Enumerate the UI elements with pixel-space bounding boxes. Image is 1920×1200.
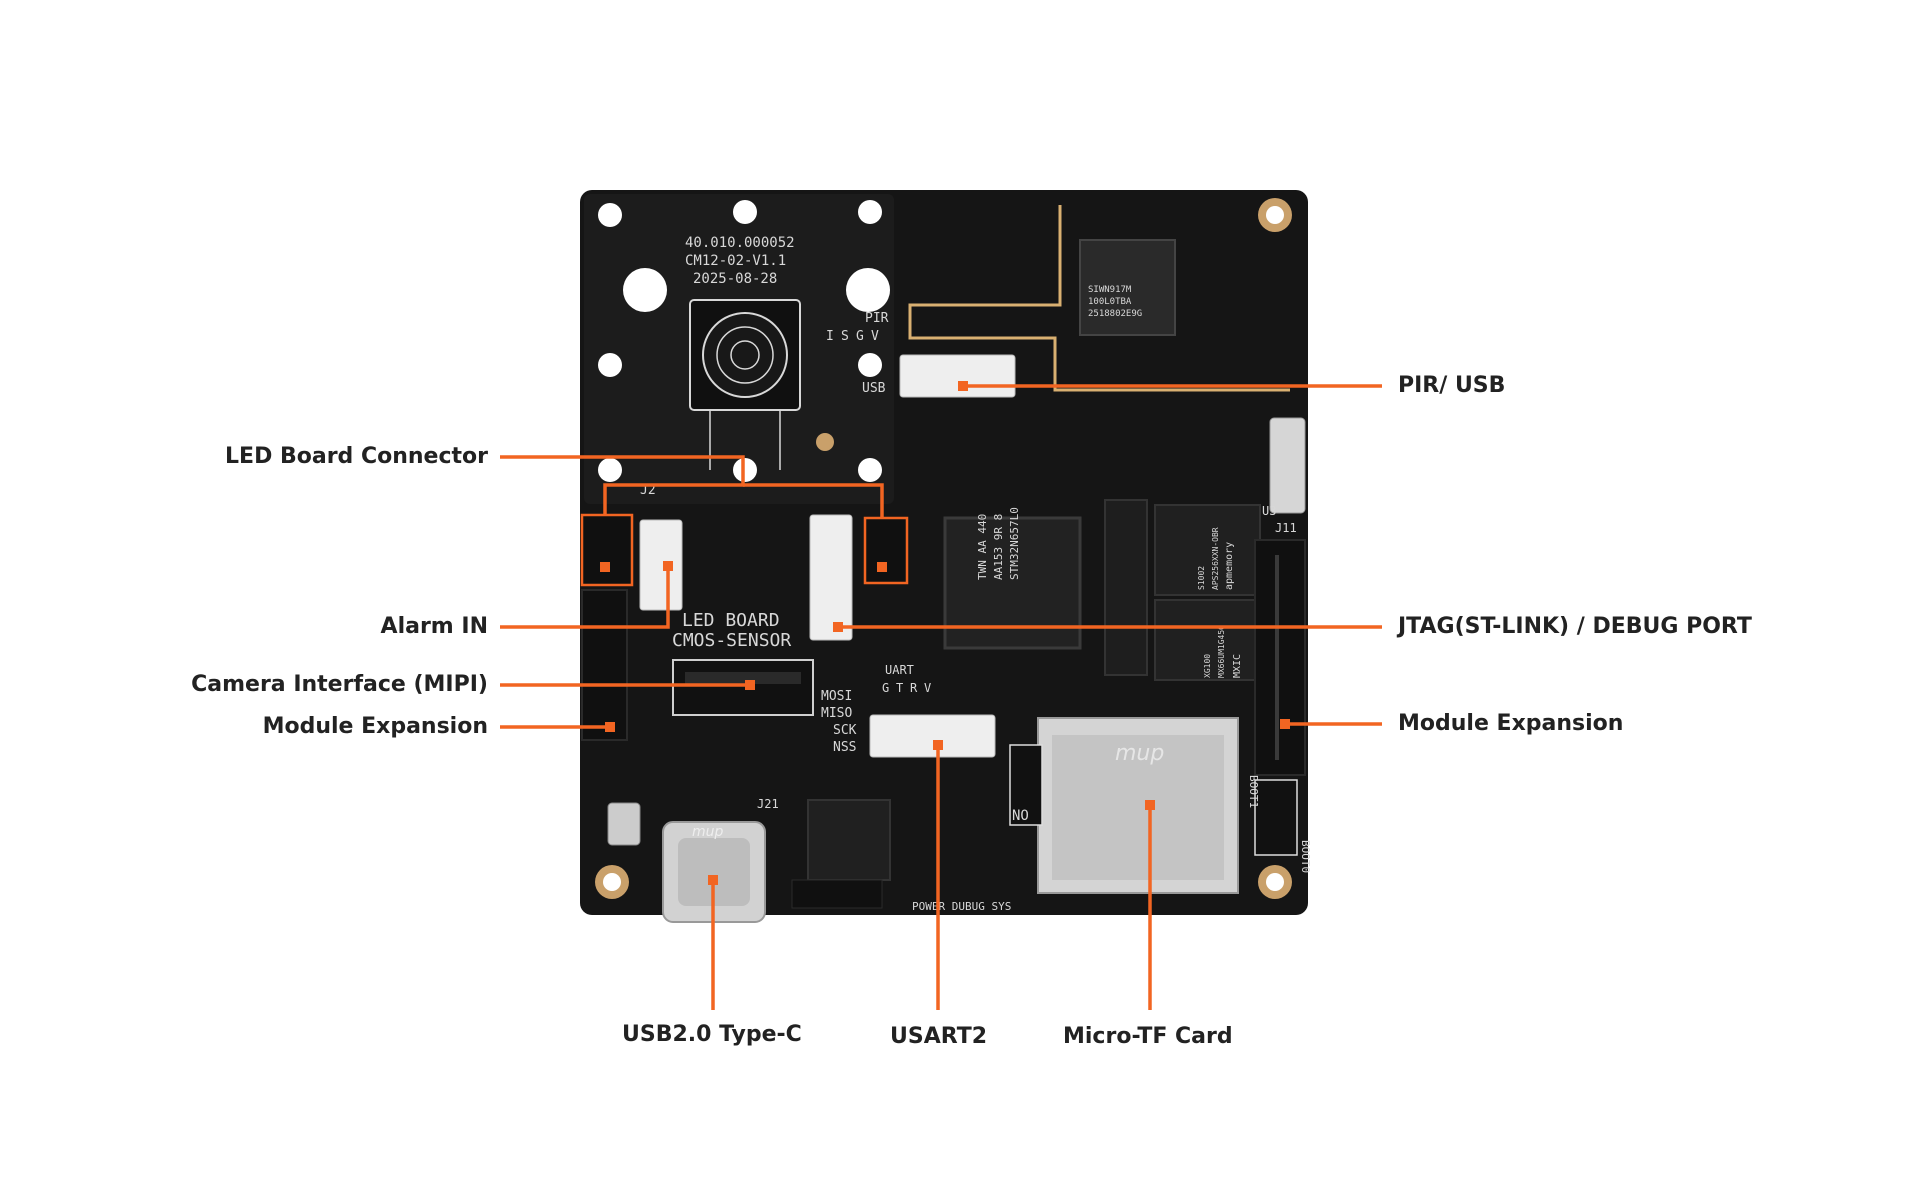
silk-pir: PIR: [865, 311, 889, 326]
card-logo: mup: [1115, 741, 1164, 766]
silk-nss: NSS: [833, 740, 856, 755]
mipi-fpc-connector: [672, 659, 814, 716]
boot-switch: [1254, 779, 1298, 856]
usb-type-c-port: [662, 821, 766, 923]
leader-alarm-in: [500, 565, 670, 629]
leader-lines: [500, 384, 1382, 1010]
silk-j21: J21: [757, 797, 779, 811]
silk-cmos-sensor: CMOS-SENSOR: [672, 630, 791, 651]
psram-marking-2: S1002: [1197, 566, 1206, 590]
mcu-marking-3: TWN AA 440: [976, 514, 989, 580]
callout-led-board-connector: LED Board Connector: [225, 444, 488, 469]
mcu-marking-2: AA153 9R 8: [992, 514, 1005, 580]
silk-part-number: 40.010.000052: [685, 235, 795, 251]
callout-module-expansion-left: Module Expansion: [262, 714, 488, 739]
silk-uart-pin-r: R: [910, 681, 918, 695]
antenna-trace: [908, 205, 1290, 392]
silk-usb: USB: [862, 381, 886, 396]
silk-uart-pin-g: G: [882, 681, 889, 695]
board-silkscreen-text: 40.010.000052 CM12-02-V1.1 2025-08-28 PI…: [640, 235, 1312, 913]
mounting-holes: [595, 198, 1292, 899]
silk-date: 2025-08-28: [693, 271, 777, 287]
silk-j11: J11: [1275, 521, 1297, 535]
usbc-logo: mup: [692, 824, 724, 840]
silk-no: NO: [1012, 808, 1029, 824]
silk-revision: CM12-02-V1.1: [685, 253, 786, 269]
flash-marking-2: XG100: [1203, 654, 1212, 678]
silk-uart: UART: [885, 663, 914, 677]
flash-brand: MXIC: [1232, 654, 1243, 678]
silk-u3: U3: [1262, 504, 1276, 518]
jst-connectors: [639, 354, 1016, 758]
side-switch: [1269, 417, 1306, 514]
camera-lens: [689, 299, 834, 470]
flash-chip: MXIC MX66UM1G45G XG100: [1154, 599, 1261, 681]
callout-jtag-debug: JTAG(ST-LINK) / DEBUG PORT: [1398, 614, 1752, 639]
silk-uart-pin-v: V: [924, 681, 931, 695]
callout-pir-usb: PIR/ USB: [1398, 373, 1506, 398]
wifi-module: SIWN917M 100L0TBA 2518802E9G: [1079, 239, 1176, 336]
mcu-marking-1: STM32N657L0: [1008, 507, 1021, 580]
silk-pir-pin-i: I: [826, 329, 834, 344]
wifi-marking-3: 2518802E9G: [1088, 309, 1142, 319]
usb-bridge-chip: [807, 799, 891, 881]
micro-tf-card-slot: mup: [1037, 717, 1239, 894]
callout-usart2: USART2: [890, 1024, 988, 1049]
silk-led-board: LED BOARD: [682, 610, 780, 631]
silk-mosi: MOSI: [821, 689, 852, 704]
psram-brand: apmemory: [1224, 542, 1235, 590]
wifi-marking-2: 100L0TBA: [1088, 297, 1132, 307]
callout-camera-interface: Camera Interface (MIPI): [191, 672, 488, 697]
callout-micro-tf-card: Micro-TF Card: [1063, 1024, 1233, 1049]
dip-switch: [1009, 744, 1043, 826]
flash-marking-1: MX66UM1G45G: [1217, 625, 1226, 678]
leader-led-board-connector-right: [743, 483, 884, 518]
silk-pir-pin-v: V: [871, 329, 879, 344]
silk-uart-pin-t: T: [896, 681, 903, 695]
right-pin-header: [1254, 539, 1306, 776]
bottom-pin-header: [791, 879, 883, 909]
silk-sck: SCK: [833, 723, 857, 738]
callout-module-expansion-right: Module Expansion: [1398, 711, 1624, 736]
leader-endpoints: [600, 381, 1290, 885]
silk-pir-pin-s: S: [841, 329, 849, 344]
silk-status-leds: POWER DUBUG SYS: [912, 900, 1011, 913]
silk-pir-pin-g: G: [856, 329, 864, 344]
silk-miso: MISO: [821, 706, 852, 721]
silk-boot0: BOOT0: [1299, 840, 1312, 873]
psram-marking-1: APS256XXN-OBR: [1211, 527, 1220, 590]
reset-button: [607, 802, 641, 846]
left-pin-header: [580, 513, 909, 741]
mcu-side-header: [1104, 499, 1148, 676]
wifi-marking-1: SIWN917M: [1088, 285, 1132, 295]
callout-usb-type-c: USB2.0 Type-C: [622, 1022, 802, 1047]
callout-alarm-in: Alarm IN: [380, 614, 488, 639]
psram-chip: apmemory APS256XXN-OBR S1002: [1154, 504, 1261, 596]
silk-boot1: BOOT1: [1247, 775, 1260, 808]
